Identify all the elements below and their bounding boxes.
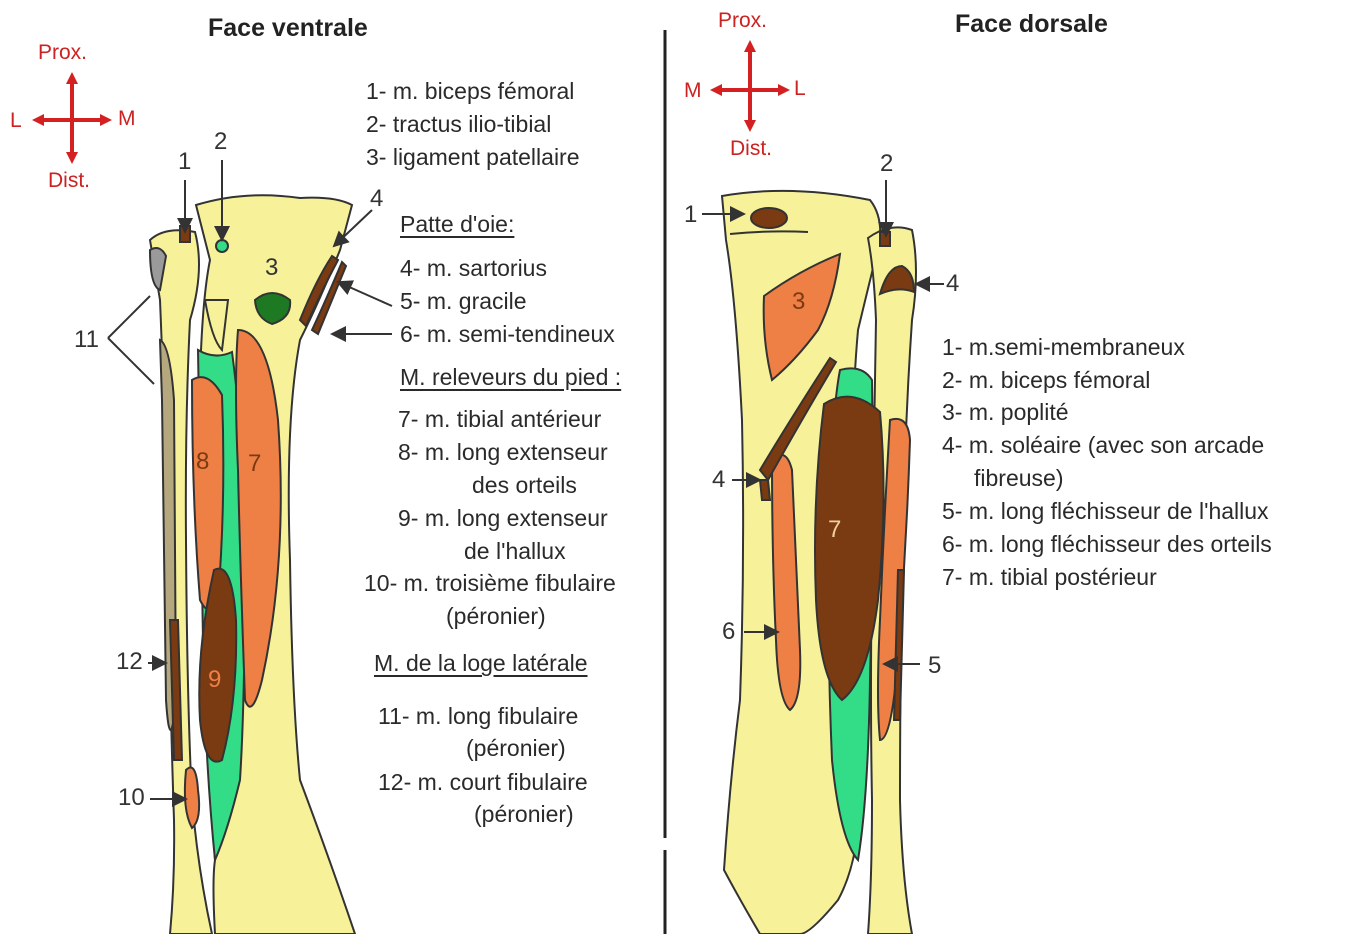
dorsal-region-7: 7 (828, 518, 841, 542)
ventral-callout-4: 4 (370, 187, 383, 211)
ventral-legend-11-cont: (péronier) (466, 737, 566, 760)
dorsal-region-3: 3 (792, 290, 805, 314)
ventral-prox-label: Prox. (38, 42, 87, 63)
ventral-callout-12: 12 (116, 650, 143, 674)
dorsal-legend-7: 7- m. tibial postérieur (942, 566, 1157, 589)
patte-oie-heading: Patte d'oie: (400, 213, 514, 236)
dorsal-title: Face dorsale (955, 12, 1108, 37)
ventral-legend-1: 1- m. biceps fémoral (366, 80, 574, 103)
ventral-legend-3: 3- ligament patellaire (366, 146, 580, 169)
dorsal-orientation-cross (710, 40, 790, 132)
dorsal-legend-2: 2- m. biceps fémoral (942, 369, 1150, 392)
ventral-legend-11: 11- m. long fibulaire (378, 705, 578, 728)
dorsal-legend-4: 4- m. soléaire (avec son arcade (942, 434, 1264, 457)
ventral-legend-2: 2- tractus ilio-tibial (366, 113, 551, 136)
ventral-legend-10: 10- m. troisième fibulaire (364, 572, 616, 595)
ventral-callout-1: 1 (178, 150, 191, 174)
ventral-legend-9-cont: de l'hallux (464, 540, 566, 563)
releveurs-heading: M. releveurs du pied : (400, 366, 621, 389)
ventral-title: Face ventrale (208, 16, 368, 41)
dorsal-legend-5: 5- m. long fléchisseur de l'hallux (942, 500, 1269, 523)
dorsal-legend-3: 3- m. poplité (942, 401, 1069, 424)
dorsal-callout-1: 1 (684, 203, 697, 227)
dorsal-right-label: L (794, 78, 806, 99)
ventral-leg (150, 195, 355, 934)
dorsal-legend-6: 6- m. long fléchisseur des orteils (942, 533, 1272, 556)
ventral-legend-12-cont: (péronier) (474, 803, 574, 826)
ventral-legend-8-cont: des orteils (472, 474, 577, 497)
ventral-callout-3: 3 (265, 256, 278, 280)
dorsal-callout-6: 6 (722, 620, 735, 644)
ventral-legend-5: 5- m. gracile (400, 290, 527, 313)
dorsal-callout-4-soleus: 4 (946, 272, 959, 296)
ventral-legend-4: 4- m. sartorius (400, 257, 547, 280)
ventral-right-label: M (118, 108, 136, 129)
ventral-region-9: 9 (208, 668, 221, 692)
ventral-region-7: 7 (248, 452, 261, 476)
ventral-legend-9: 9- m. long extenseur (398, 507, 608, 530)
ventral-callout-10: 10 (118, 786, 145, 810)
dorsal-left-label: M (684, 80, 702, 101)
dorsal-legend-4-cont: fibreuse) (974, 467, 1063, 490)
ventral-iliotibial-dot (216, 240, 228, 252)
dorsal-dist-label: Dist. (730, 138, 772, 159)
ventral-left-label: L (10, 110, 22, 131)
ventral-legend-8: 8- m. long extenseur (398, 441, 608, 464)
dorsal-legend-1: 1- m.semi-membraneux (942, 336, 1185, 359)
ventral-callout-2: 2 (214, 130, 227, 154)
ventral-legend-10-cont: (péronier) (446, 605, 546, 628)
dorsal-muscle-1 (751, 208, 787, 228)
laterale-heading: M. de la loge latérale (374, 652, 588, 675)
ventral-region-8: 8 (196, 450, 209, 474)
ventral-callout-11: 11 (74, 328, 99, 352)
ventral-legend-7: 7- m. tibial antérieur (398, 408, 601, 431)
ventral-orientation-cross (32, 72, 112, 164)
dorsal-callout-4-arcade: 4 (712, 468, 725, 492)
ventral-legend-12: 12- m. court fibulaire (378, 771, 588, 794)
dorsal-callout-5: 5 (928, 654, 941, 678)
dorsal-prox-label: Prox. (718, 10, 767, 31)
dorsal-callout-2: 2 (880, 152, 893, 176)
ventral-legend-6: 6- m. semi-tendineux (400, 323, 615, 346)
dorsal-leg (722, 191, 916, 934)
ventral-dist-label: Dist. (48, 170, 90, 191)
